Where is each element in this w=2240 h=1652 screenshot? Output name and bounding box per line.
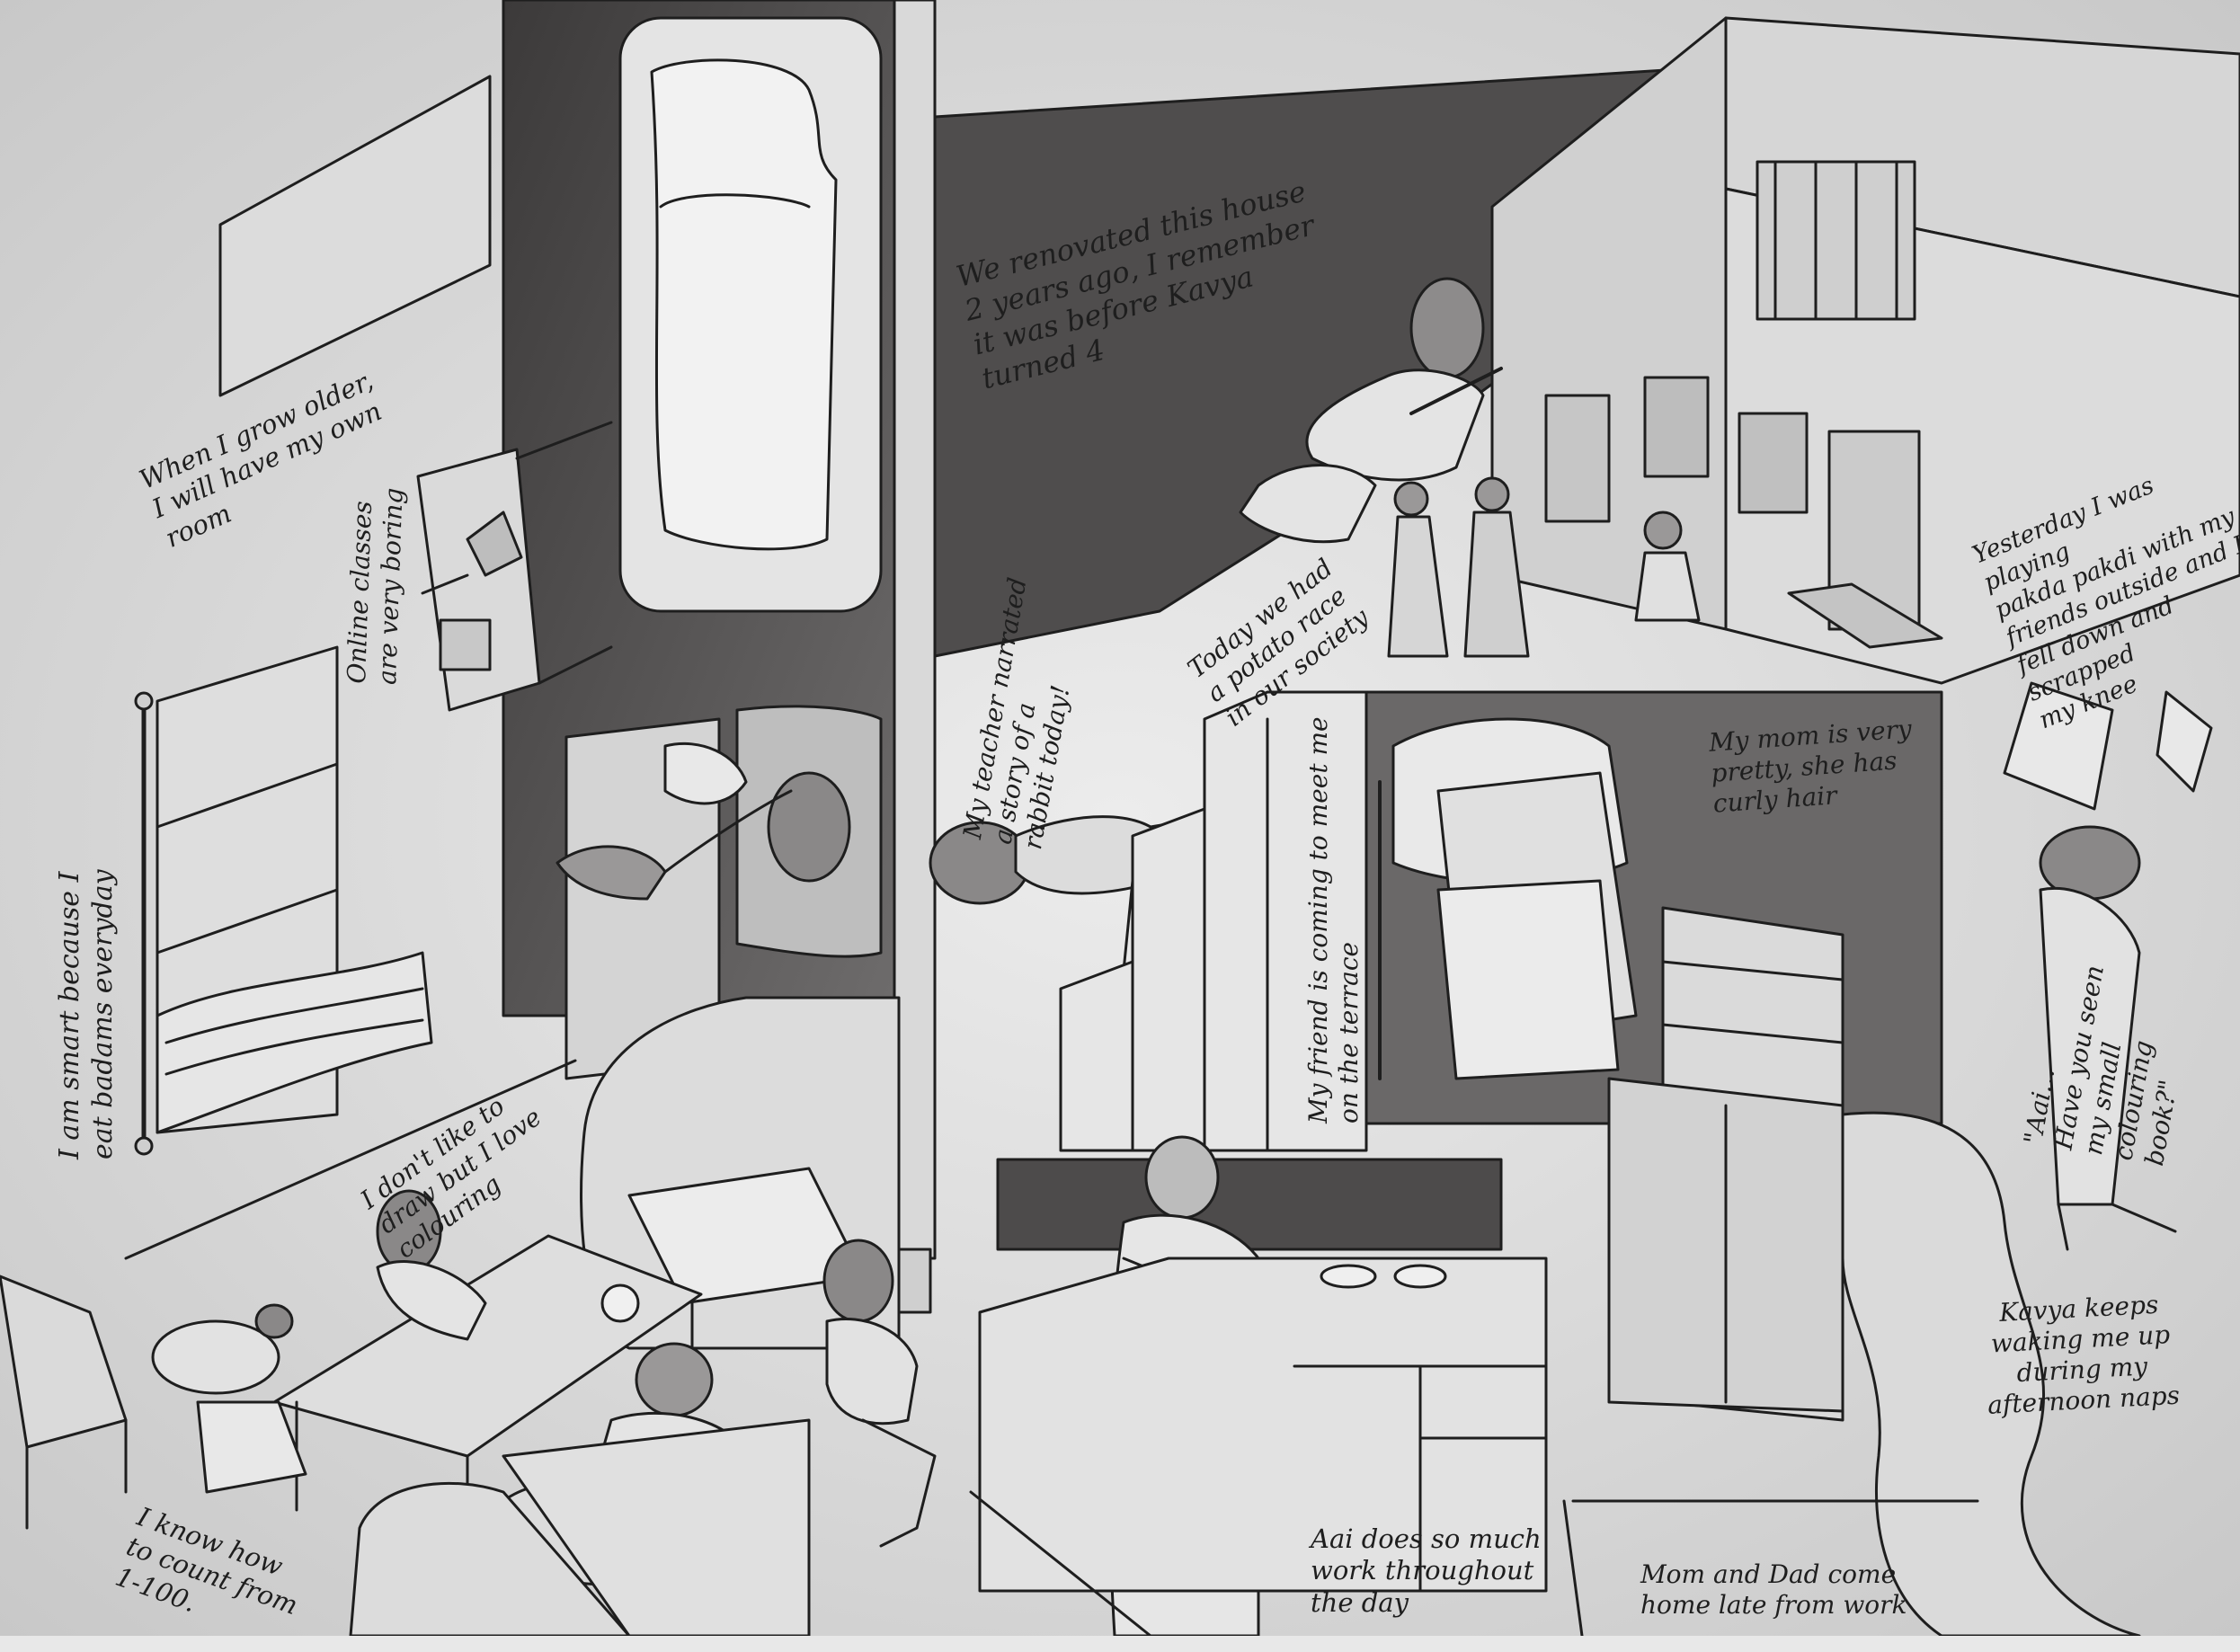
street-people (1387, 476, 1701, 658)
wall-column (893, 0, 937, 1260)
window-top-left (218, 75, 492, 397)
note-mom-pretty: My mom is very pretty, she has curly hai… (1708, 714, 1913, 820)
note-friend-terrace: My friend is coming to meet me on the te… (1303, 716, 1364, 1124)
doorway-scene (556, 705, 883, 1080)
cupboard (1607, 906, 1844, 1422)
note-smart-badams: I am smart because I eat badams everyday (54, 869, 119, 1159)
armchair (580, 996, 901, 1350)
woman-on-roof (1239, 277, 1503, 544)
floor-path (1841, 1111, 2141, 1636)
street-houses (1490, 16, 2240, 685)
staircase (1059, 690, 1368, 1152)
note-aai-work: Aai does so much work throughout the day (1311, 1523, 1542, 1618)
tall-window (134, 645, 433, 1156)
mattress-bed (618, 16, 883, 613)
study-table (272, 1189, 703, 1566)
living-sofa (349, 1418, 811, 1636)
chair-left (0, 1275, 128, 1530)
wall-study-desk (416, 421, 613, 712)
note-kavya-naps: Kavya keeps waking me up during my after… (1987, 1289, 2181, 1421)
boy-with-book (2003, 681, 2213, 1251)
school-bag (151, 1303, 307, 1494)
floor-lines (124, 1059, 1979, 1636)
note-online-classes: Online classes are very boring (342, 487, 409, 686)
kitchen-backsplash (996, 1158, 1503, 1251)
hanging-clothes (1378, 717, 1638, 1080)
note-colouring-book: "Aai... Have you seen my small colouring… (2018, 963, 2183, 1168)
kitchen-counter (897, 1248, 1548, 1593)
girl-on-counter (822, 1239, 937, 1548)
note-mom-dad-late: Mom and Dad come home late from work (1640, 1559, 1907, 1621)
